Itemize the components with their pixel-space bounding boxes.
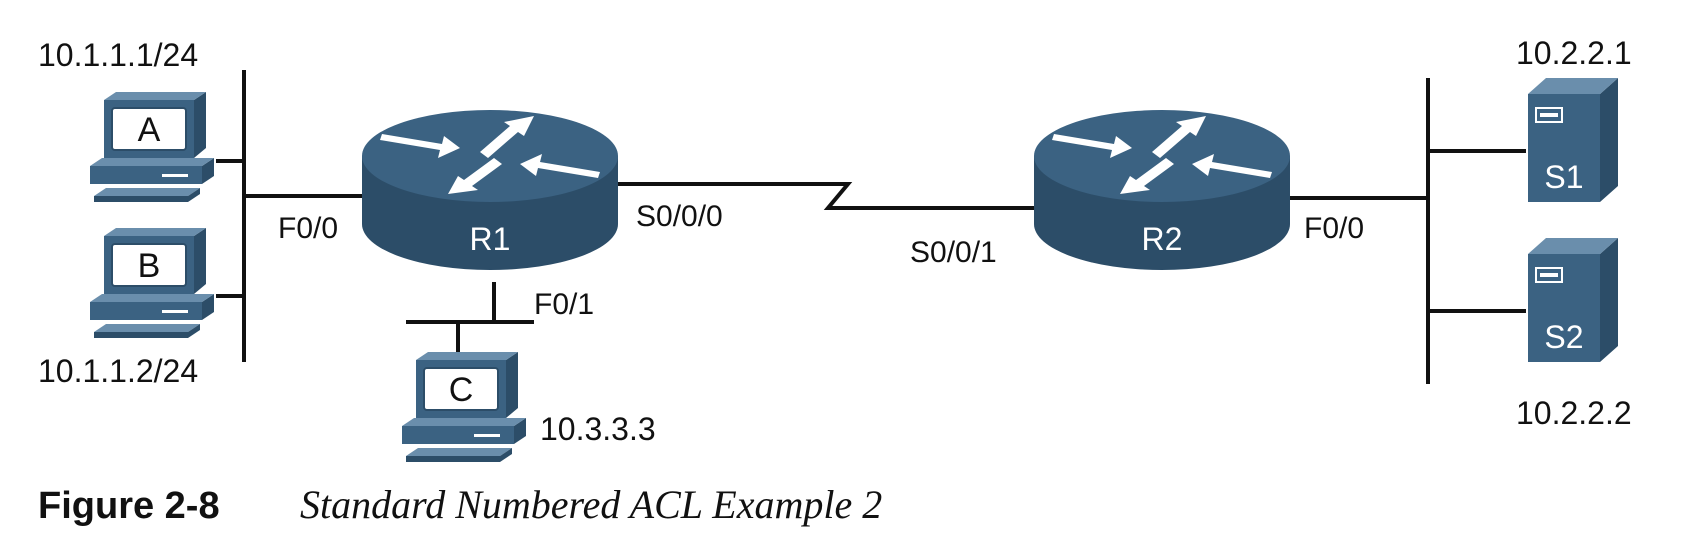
router-r2-icon[interactable]: R2: [1034, 110, 1290, 270]
figure-title: Standard Numbered ACL Example 2: [300, 482, 882, 527]
server-s1-name: S1: [1544, 159, 1583, 195]
links: [216, 70, 1526, 384]
r2-s001-label: S0/0/1: [910, 236, 997, 269]
pc-c-icon[interactable]: C: [401, 351, 527, 463]
pc-c-letter: C: [449, 371, 474, 409]
pc-b-ip: 10.1.1.2/24: [38, 353, 198, 389]
r1-f00-label: F0/0: [278, 212, 338, 245]
router-r1-icon[interactable]: R1: [362, 110, 618, 270]
figure-number: Figure 2-8: [38, 485, 220, 527]
r2-f00-label: F0/0: [1304, 212, 1364, 245]
server-s2-icon[interactable]: S2: [1527, 237, 1619, 363]
pc-b-icon[interactable]: B: [89, 227, 215, 339]
serial-link: [612, 182, 1036, 210]
pc-b-letter: B: [138, 247, 161, 285]
pc-a-ip: 10.1.1.1/24: [38, 37, 198, 73]
pc-c-ip: 10.3.3.3: [540, 411, 656, 447]
r1-f01-label: F0/1: [534, 288, 594, 321]
server-s2-name: S2: [1544, 319, 1583, 355]
pc-a-letter: A: [138, 111, 161, 149]
server-s1-ip: 10.2.2.1: [1516, 35, 1632, 71]
router-r1-name: R1: [470, 221, 511, 257]
server-s1-icon[interactable]: S1: [1527, 77, 1619, 203]
router-r2-name: R2: [1142, 221, 1183, 257]
server-s2-ip: 10.2.2.2: [1516, 395, 1632, 431]
pc-a-icon[interactable]: A: [89, 91, 215, 203]
r1-s000-label: S0/0/0: [636, 200, 723, 233]
